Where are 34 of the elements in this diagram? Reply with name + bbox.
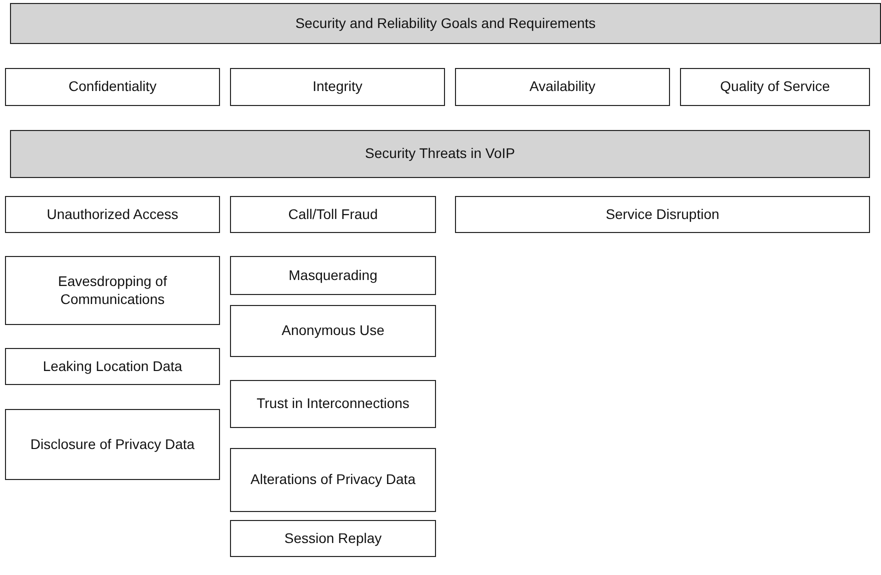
category-box [230,68,445,106]
category-band [10,3,881,44]
box-label: Trust in Interconnections [256,395,410,413]
category-box [5,196,220,233]
box-label: Masquerading [288,266,378,284]
box-label: Availability [530,78,596,96]
band-heading: Security and Reliability Goals and Requirements [295,14,596,32]
box-label: Alterations of Privacy Data [250,471,416,489]
category-box [5,68,220,106]
box-label: Call/Toll Fraud [288,206,378,224]
category-box [5,348,220,385]
category-box [455,196,870,233]
category-box [455,68,670,106]
category-band [10,130,870,178]
box-label: Session Replay [284,530,382,548]
box-label: Integrity [312,78,362,96]
category-box [5,409,220,480]
box-label: Service Disruption [606,206,720,224]
box-label: Leaking Location Data [42,358,182,376]
box-label: Quality of Service [720,78,830,96]
category-box [680,68,870,106]
category-box [230,305,436,357]
band-heading: Security Threats in VoIP [365,145,515,163]
box-label: Unauthorized Access [46,206,178,224]
category-box [5,256,220,325]
category-box [230,380,436,428]
box-label: Anonymous Use [282,322,384,340]
box-label: Disclosure of Privacy Data [30,436,195,454]
category-box [230,448,436,512]
category-box [230,196,436,233]
box-label: Confidentiality [68,78,156,96]
category-box [230,520,436,557]
box-label: Eavesdropping of Communications [57,273,168,308]
category-box [230,256,436,295]
